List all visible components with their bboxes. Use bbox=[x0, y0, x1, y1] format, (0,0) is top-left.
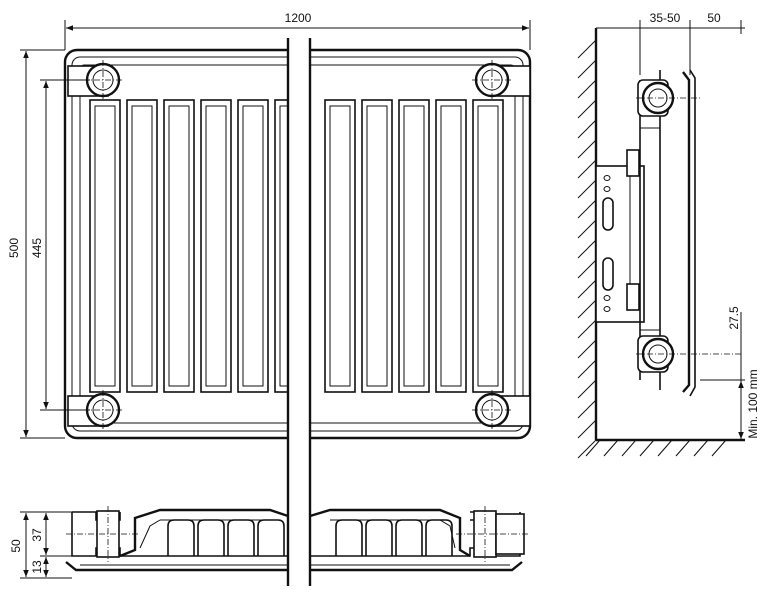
floor-clearance-label: Min. 100 mm bbox=[746, 369, 760, 438]
width-dimension: 1200 bbox=[64, 11, 531, 50]
panel-channel bbox=[435, 99, 467, 393]
connection-top-left bbox=[67, 60, 123, 100]
panel-channel bbox=[89, 99, 121, 393]
top-view-dimensions: 50 37 13 bbox=[9, 511, 72, 579]
side-upper-label: 37 bbox=[30, 528, 44, 542]
panel-channel bbox=[163, 99, 195, 393]
connection-bottom-right bbox=[472, 390, 531, 430]
top-view: 50 37 13 bbox=[9, 506, 530, 579]
front-view: 1200 500 445 bbox=[7, 11, 532, 586]
connection-top-right bbox=[472, 60, 531, 100]
side-connection-top bbox=[636, 79, 700, 117]
panel-channels bbox=[89, 99, 504, 393]
height-label: 500 bbox=[7, 238, 21, 258]
wall-gap-label: 35-50 bbox=[650, 11, 681, 25]
panel-depth-label: 50 bbox=[707, 11, 721, 25]
height-dimension: 500 bbox=[7, 49, 65, 439]
width-label: 1200 bbox=[285, 11, 312, 25]
bracket-offset-label: 27.5 bbox=[727, 306, 741, 330]
panel-channel bbox=[237, 99, 269, 393]
panel-channel bbox=[324, 99, 356, 393]
floor-hatch bbox=[585, 439, 727, 457]
side-height-label: 50 bbox=[9, 539, 23, 553]
panel-channel bbox=[472, 99, 504, 393]
side-connection-bottom bbox=[636, 335, 741, 373]
side-view: 35-50 50 bbox=[577, 11, 760, 459]
top-view-left bbox=[65, 506, 289, 572]
top-view-right bbox=[309, 506, 530, 572]
axis-distance-label: 445 bbox=[30, 238, 44, 258]
panel-channel bbox=[361, 99, 393, 393]
side-lower-label: 13 bbox=[30, 560, 44, 574]
wall-hatch bbox=[577, 39, 597, 459]
connection-bottom-left bbox=[67, 390, 123, 430]
panel-channel bbox=[200, 99, 232, 393]
panel-channel bbox=[398, 99, 430, 393]
break-band bbox=[286, 38, 312, 586]
axis-distance-dimension: 445 bbox=[30, 79, 90, 411]
panel-channel bbox=[126, 99, 158, 393]
